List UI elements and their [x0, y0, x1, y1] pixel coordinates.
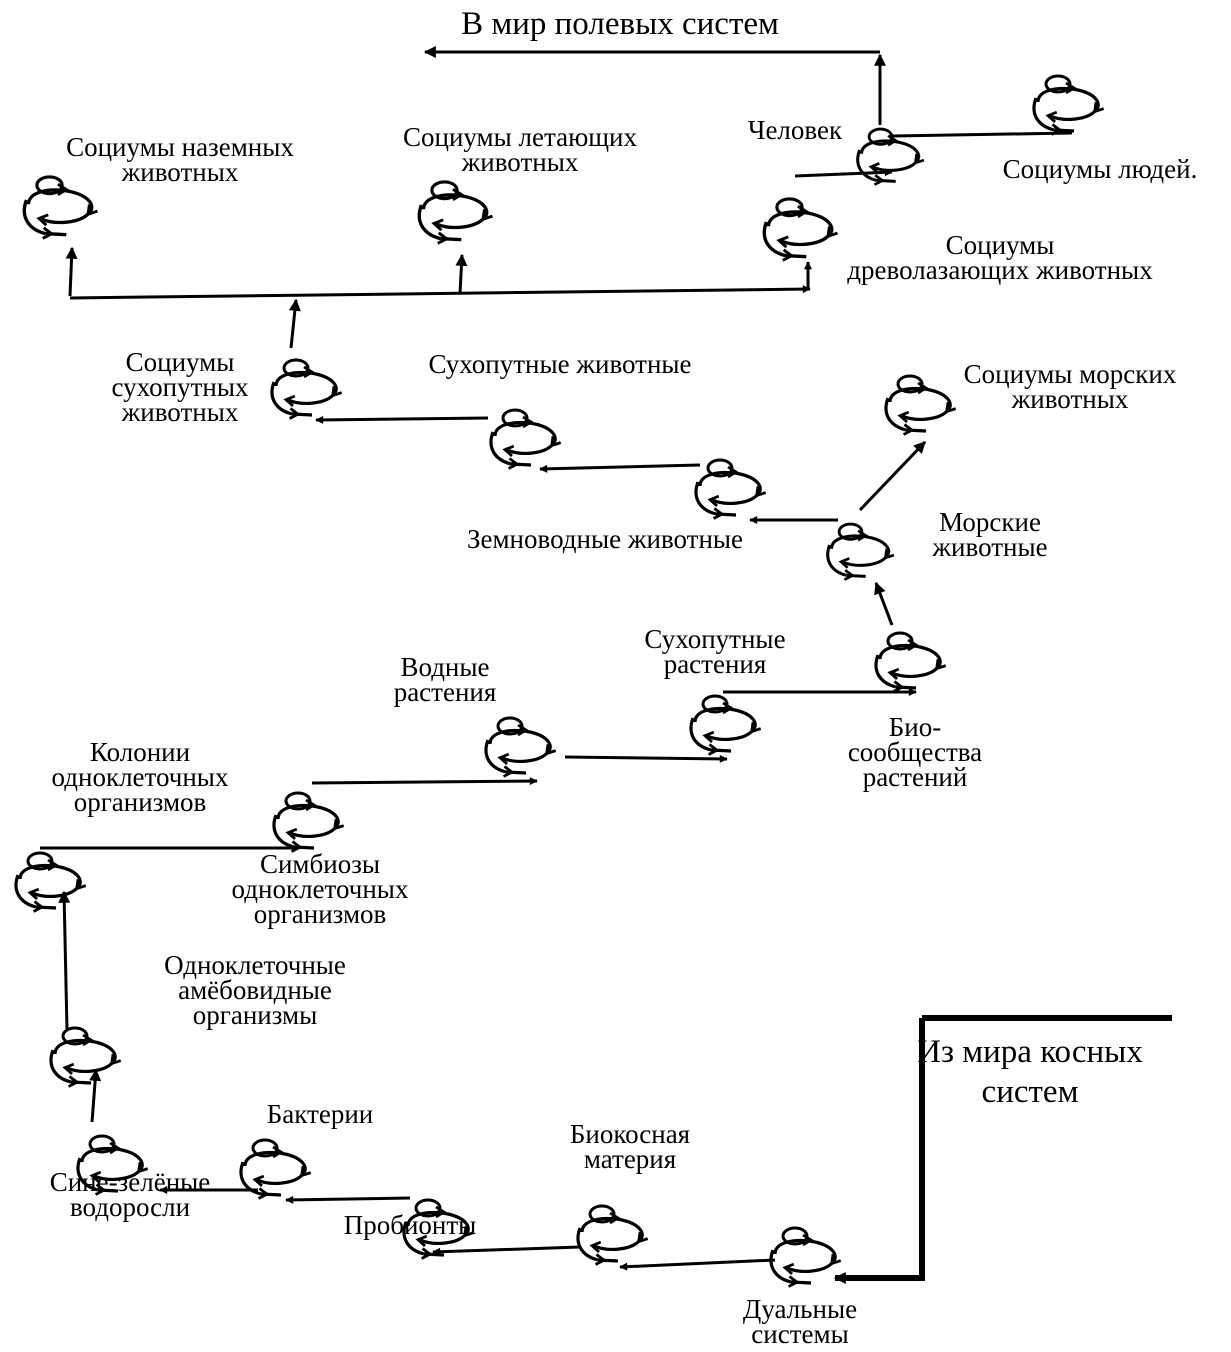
node-sine-zel — [76, 1134, 149, 1196]
node-kolonii — [272, 791, 345, 853]
label-suhop-zhivotnye: Сухопутные животные — [428, 349, 692, 379]
label-morskie-zhivotnye: Морские животные — [932, 507, 1048, 562]
top-branch-line — [69, 285, 811, 300]
node-suhop-rast — [689, 694, 762, 756]
probionty-to-bakterii — [285, 1195, 411, 1204]
biosoob-to-morskie — [874, 581, 894, 626]
soc-suhop-up — [288, 298, 301, 349]
node-suhop-zhiv — [489, 408, 562, 470]
node-dual — [769, 1226, 842, 1288]
label-biokosnaya: Биокосная материя — [569, 1119, 691, 1174]
label-vodnye-rastenia: Водные растения — [393, 652, 497, 707]
node-ameboid — [49, 1026, 122, 1088]
node-vodnye-rast — [484, 716, 557, 778]
label-soc-nazemnyh: Социумы наземных животных — [66, 132, 294, 187]
label-suhop-rastenia: Сухопутные растения — [644, 624, 786, 679]
ameboid-to-kolonii — [58, 890, 71, 1031]
label-soc-suhopytnyh: Социумы сухопутных животных — [111, 347, 249, 427]
node-probionty — [402, 1198, 475, 1260]
node-soc-morskih — [884, 374, 957, 436]
node-chelovek — [856, 127, 925, 186]
sine-zel-to-ameboid — [89, 1068, 102, 1123]
node-bakterii — [239, 1138, 312, 1200]
dual-to-biokosnaya — [619, 1258, 776, 1271]
label-dual-systems: Дуальные системы — [742, 1294, 858, 1349]
kolonii-to-vodnye — [311, 777, 538, 786]
node-soc-lyudey — [1032, 74, 1105, 136]
node-soc-nazemnyh — [22, 175, 98, 240]
label-sine-zelenye: Сине-зелёные водоросли — [49, 1167, 211, 1222]
label-soc-letayushih: Социумы летающих животных — [402, 122, 637, 177]
suhop-zhiv-to-soc — [315, 415, 489, 424]
chelovek-to-soc-lyudey — [892, 131, 1073, 138]
branch-up-letayush — [455, 253, 468, 294]
top-label-field-systems: В мир полевых систем — [461, 6, 779, 42]
node-soc-suhop — [270, 358, 343, 420]
label-kolonii: Колонии одноклеточных организмов — [51, 737, 229, 817]
node-soc-letayush — [417, 180, 493, 245]
node-simbiozy-left — [14, 851, 87, 913]
label-bakterii: Бактерии — [266, 1099, 374, 1129]
label-ameboid: Одноклеточные амёбовидные организмы — [164, 950, 346, 1030]
label-chelovek: Человек — [747, 115, 843, 145]
node-morskie — [826, 522, 895, 581]
label-zemnovodnye: Земноводные животные — [466, 524, 744, 554]
morskie-to-soc-morskih — [858, 440, 927, 512]
label-simbiozy: Симбиозы одноклеточных организмов — [231, 849, 409, 929]
entry-label-inert-systems: Из мира косных систем — [917, 1034, 1143, 1110]
node-zemnovod — [694, 458, 767, 520]
zemnovod-to-suhop — [539, 463, 701, 473]
node-soc-drevolaz — [762, 197, 838, 262]
vodnye-to-suhop-rast — [564, 754, 728, 763]
node-biokosnaya — [576, 1204, 649, 1266]
label-biosoobshestva: Био- сообщества растений — [847, 712, 983, 792]
label-soc-morskih: Социумы морских животных — [963, 359, 1177, 414]
node-biosoob — [874, 631, 947, 693]
branch-up-nazemnyh — [65, 246, 78, 297]
entry-thick-arrow — [833, 1018, 925, 1284]
biokosnaya-to-probionty — [432, 1245, 581, 1256]
label-soc-drevolaz: Социумы древолазающих животных — [847, 230, 1153, 285]
label-soc-lyudey: Социумы людей. — [1002, 154, 1198, 184]
label-probionty: Пробионты — [343, 1210, 477, 1240]
